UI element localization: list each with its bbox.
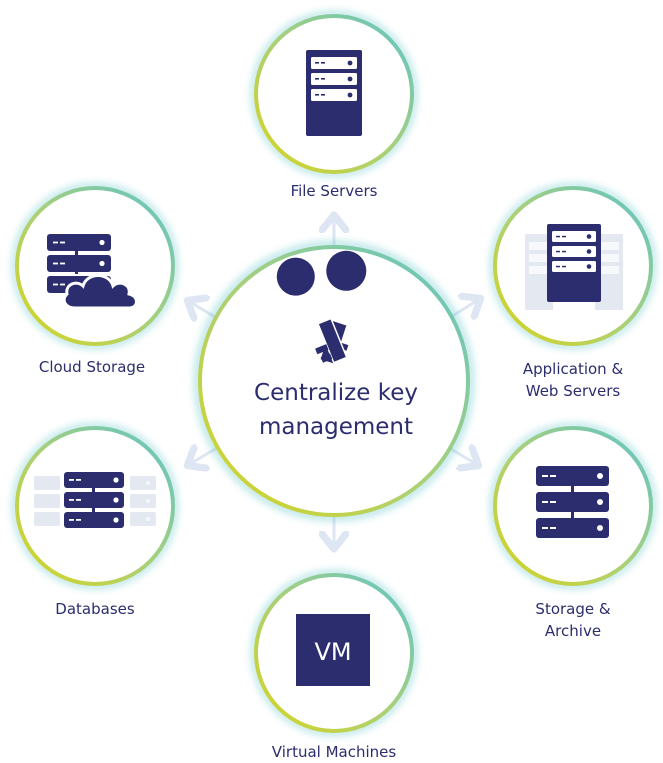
storage-stack-icon [536,466,609,538]
database-stack-icon [34,472,156,528]
vm-icon: VM [296,614,370,686]
cloud-icon [62,274,138,310]
label-virtual-machines: Virtual Machines [271,743,397,761]
keys-icon [274,250,367,364]
ring-center [193,240,475,522]
center-title: Centralize key management [254,380,418,440]
label-databases: Databases [55,600,135,618]
cloud-storage-icon [47,234,138,310]
server-rack-icon [306,50,362,136]
label-file-servers: File Servers [290,182,378,200]
app-servers-icon [525,224,623,310]
label-app-web-servers: Application & Web Servers [522,360,624,400]
label-storage-archive: Storage & Archive [535,600,611,640]
label-cloud-storage: Cloud Storage [38,358,146,376]
vm-icon-text: VM [314,638,351,666]
